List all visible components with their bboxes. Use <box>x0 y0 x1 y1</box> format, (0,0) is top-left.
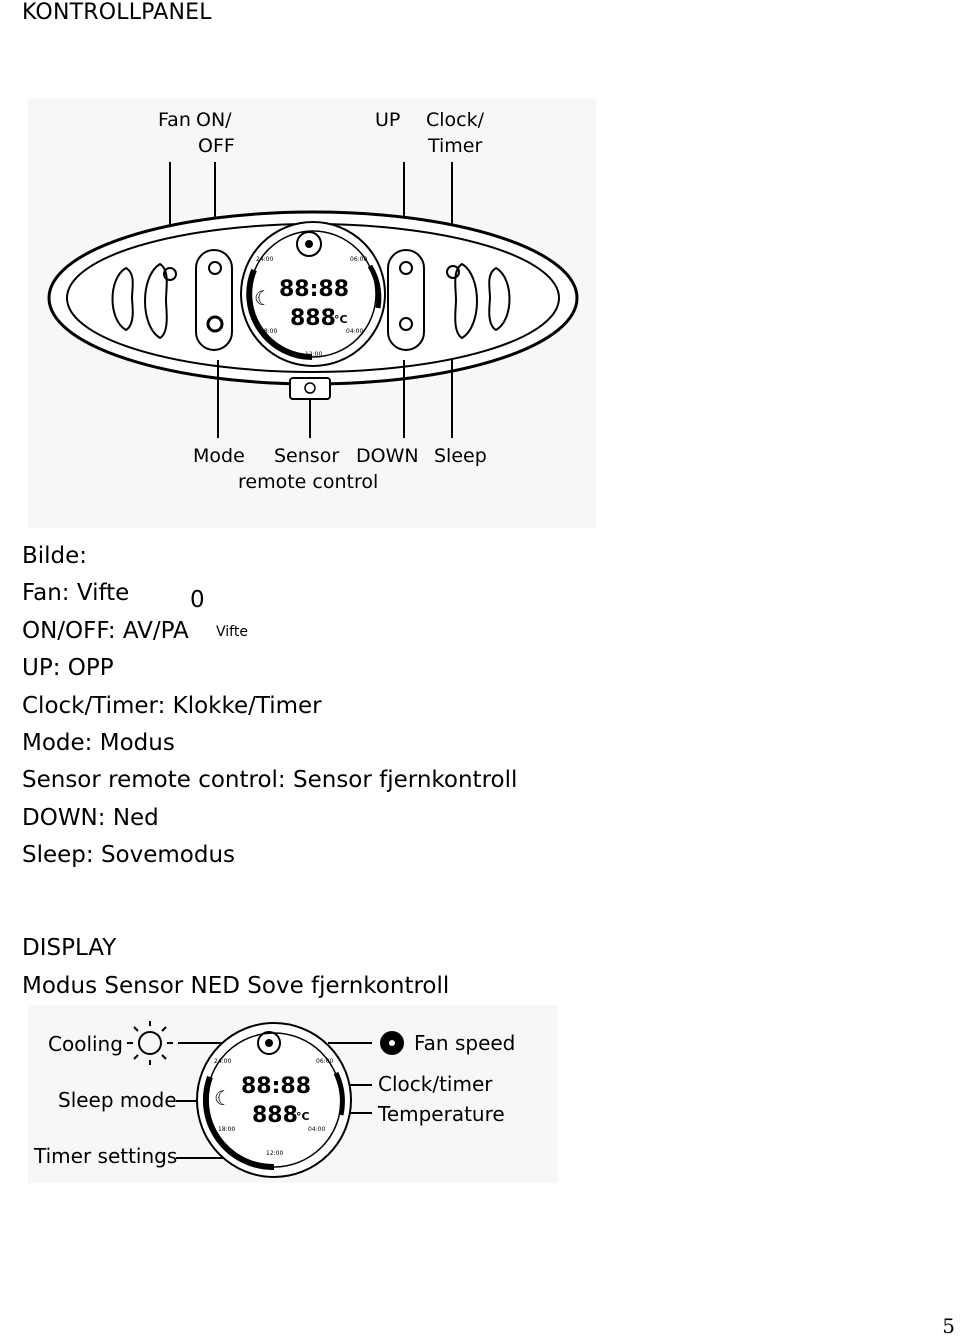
callout-down: DOWN <box>356 445 419 467</box>
ring-label-12: 12:00 <box>305 351 322 358</box>
panel-display-time: 88:88 <box>279 277 349 302</box>
legend-item: ON/OFF: AV/PA <box>22 617 189 644</box>
callout-clock: Clock/ <box>426 109 485 131</box>
callout-on: ON/ <box>196 109 232 131</box>
callout-up: UP <box>375 109 400 131</box>
callout-sleep: Sleep <box>434 445 487 467</box>
label-cooling: Cooling <box>48 1032 123 1056</box>
display-subtitle: Modus Sensor NED Sove fjernkontroll <box>22 973 450 999</box>
ring-label-18: 18:00 <box>260 328 277 335</box>
display-heading: DISPLAY <box>22 935 117 961</box>
display-ring-04: 04:00 <box>308 1126 325 1133</box>
display-ring-24: 24:00 <box>214 1058 231 1065</box>
panel-display-unit: °C <box>334 313 348 326</box>
display-temp: 888 <box>252 1103 298 1128</box>
display-ring-18: 18:00 <box>218 1126 235 1133</box>
display-unit: °C <box>296 1110 310 1123</box>
page-number: 5 <box>942 1314 955 1338</box>
display-ring-06: 06:00 <box>316 1058 333 1065</box>
sun-icon <box>138 1031 162 1055</box>
panel-display-temp: 888 <box>290 306 336 331</box>
legend-item: Sensor remote control: Sensor fjernkontr… <box>22 767 518 794</box>
callout-off: OFF <box>198 135 235 157</box>
callout-timer: Timer <box>427 135 482 157</box>
legend-item: DOWN: Ned <box>22 804 159 831</box>
legend-item: Clock/Timer: Klokke/Timer <box>22 692 322 719</box>
label-clock-timer: Clock/timer <box>378 1072 493 1096</box>
display-ring-12: 12:00 <box>266 1150 283 1157</box>
stray-vifte: Vifte <box>216 624 248 640</box>
callout-fan: Fan <box>158 109 191 131</box>
control-panel-figure: Fan ON/ OFF UP Clock/ Timer 88:88 888 °C… <box>28 98 596 528</box>
callout-mode: Mode <box>193 445 245 467</box>
label-timer-settings: Timer settings <box>33 1144 177 1168</box>
moon-icon: ☾ <box>214 1086 232 1110</box>
legend: Bilde: Fan: Vifte ON/OFF: AV/PA UP: OPP … <box>22 538 517 875</box>
legend-item: Sleep: Sovemodus <box>22 842 236 869</box>
display-time: 88:88 <box>241 1074 311 1099</box>
callout-sensor: Sensor <box>274 445 339 467</box>
label-temperature: Temperature <box>377 1102 505 1126</box>
label-sleep-mode: Sleep mode <box>58 1088 177 1112</box>
ring-label-06: 06:00 <box>350 256 367 263</box>
ring-label-24: 24:00 <box>256 256 273 263</box>
stray-zero: 0 <box>190 587 205 613</box>
callout-remote-control: remote control <box>238 471 378 493</box>
panel-moon-icon: ☾ <box>254 286 272 310</box>
display-figure: Cooling Sleep mode Timer settings 88:88 … <box>28 1005 558 1183</box>
ring-label-04: 04:00 <box>346 328 363 335</box>
legend-item: UP: OPP <box>22 655 114 682</box>
legend-item: Fan: Vifte <box>22 580 130 607</box>
legend-item: Mode: Modus <box>22 729 175 756</box>
page-heading: KONTROLLPANEL <box>22 0 212 25</box>
legend-title: Bilde: <box>22 543 88 569</box>
label-fan-speed: Fan speed <box>414 1031 515 1055</box>
